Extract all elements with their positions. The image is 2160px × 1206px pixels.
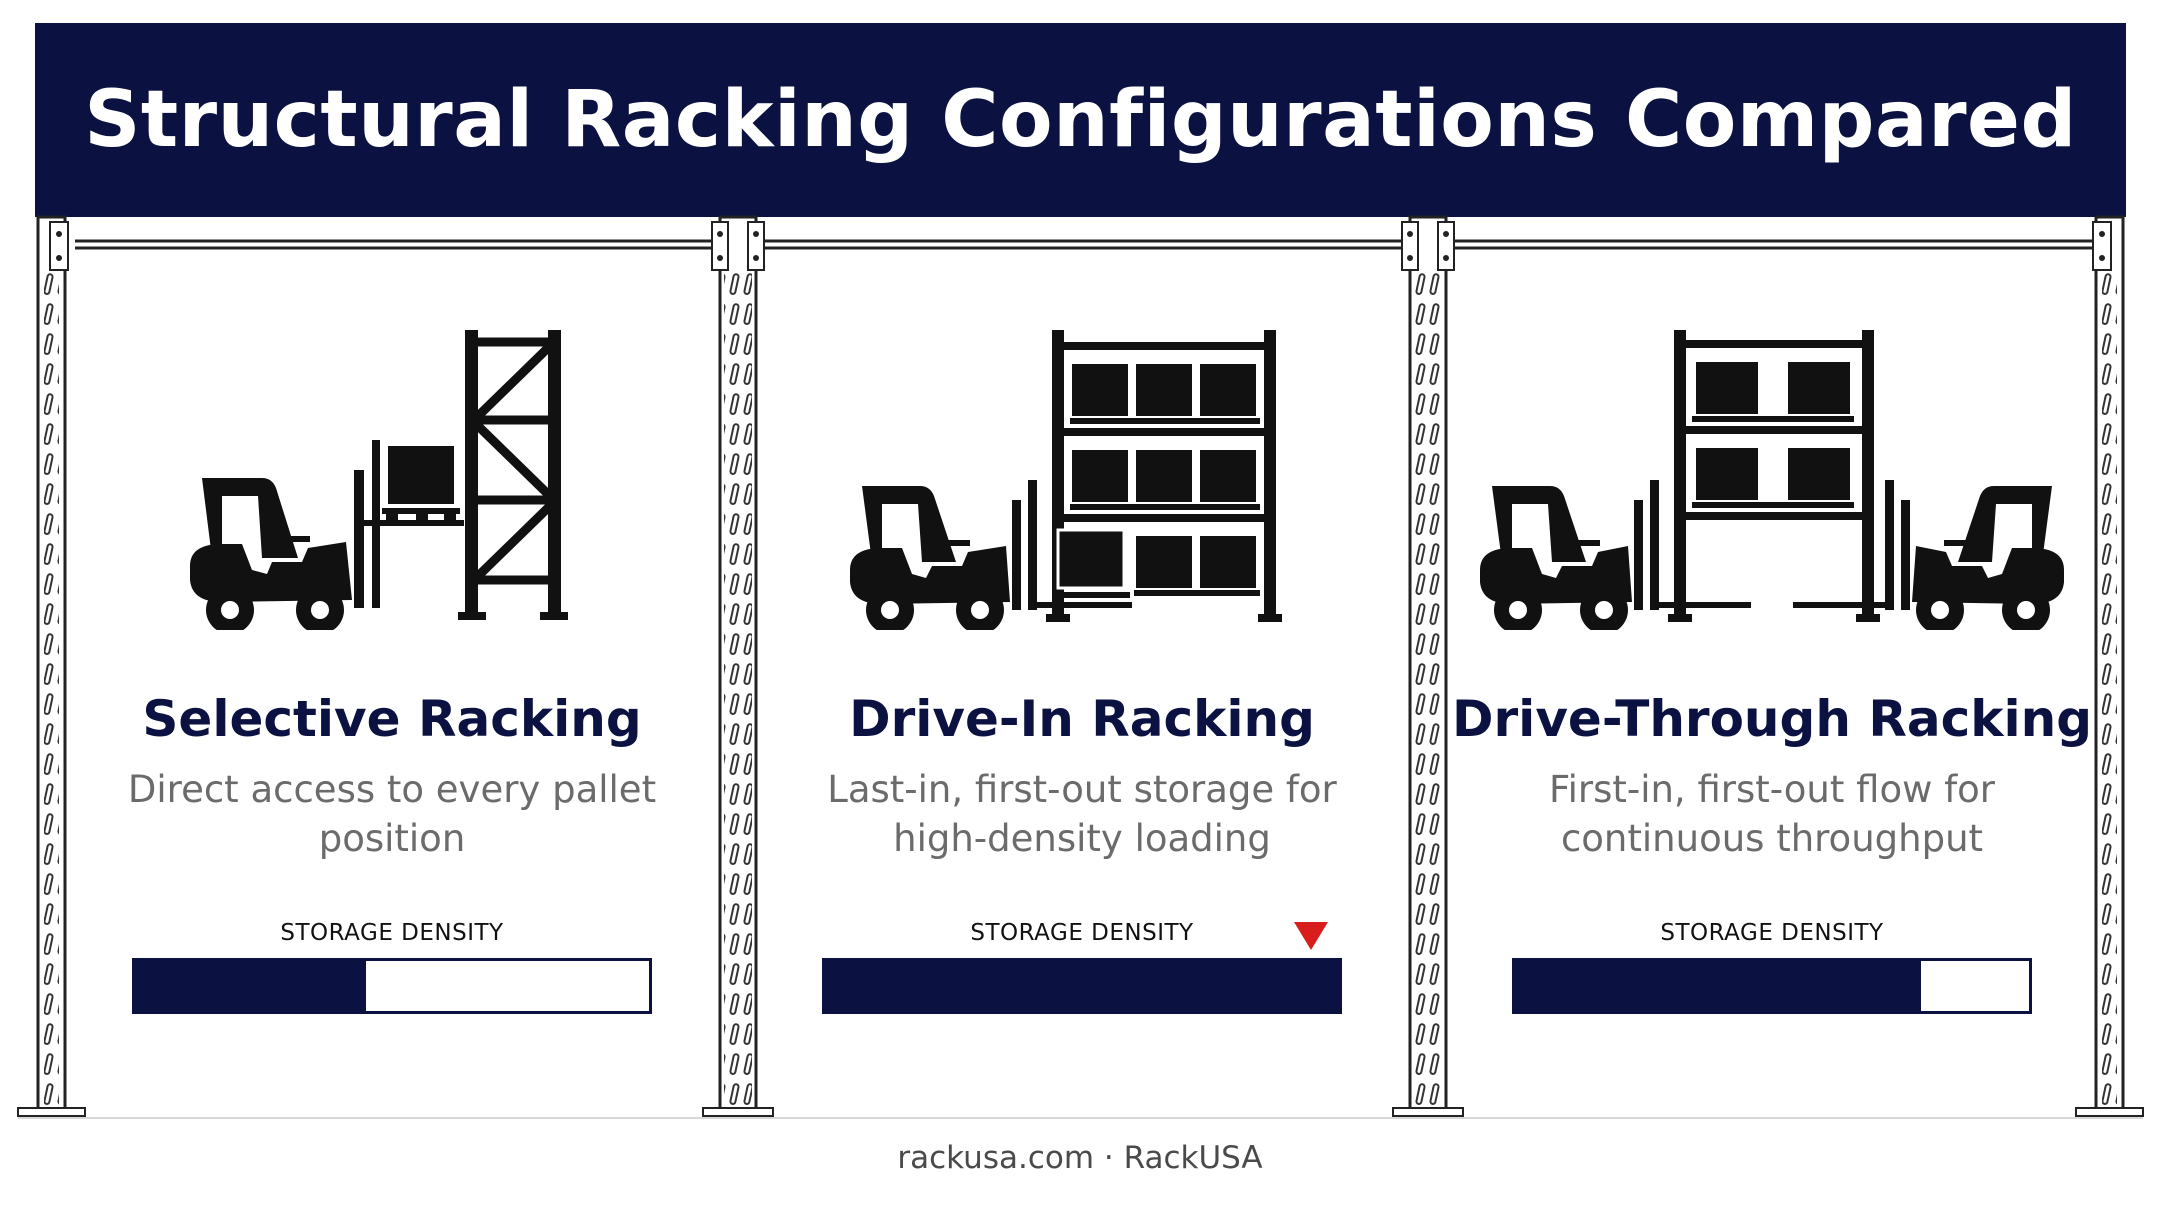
density-fill bbox=[1515, 961, 1922, 1011]
upright-mid-left bbox=[702, 215, 774, 1117]
footer-credit: rackusa.com · RackUSA bbox=[897, 1140, 1263, 1176]
forklift-drive-in-rack-icon bbox=[850, 330, 1282, 630]
forklift-single-rack-icon bbox=[190, 330, 568, 630]
page-title: Structural Racking Configurations Compar… bbox=[84, 75, 2077, 165]
card-title: Drive-In Racking bbox=[849, 690, 1315, 748]
card-description: Last-in, first-out storage for high-dens… bbox=[827, 768, 1337, 860]
two-forklifts-drive-through-icon bbox=[1480, 330, 2064, 630]
density-label: STORAGE DENSITY bbox=[1660, 920, 1884, 946]
card-drive-in-racking: Drive-In Racking Last-in, first-out stor… bbox=[762, 250, 1402, 1110]
red-triangle-marker bbox=[1294, 922, 1328, 950]
upright-left bbox=[17, 215, 86, 1117]
density-bar bbox=[822, 958, 1342, 1014]
header-banner: Structural Racking Configurations Compar… bbox=[35, 23, 2126, 217]
density-label: STORAGE DENSITY bbox=[970, 920, 1194, 946]
density-fill bbox=[135, 961, 367, 1011]
density-bar bbox=[1512, 958, 2032, 1014]
card-description: Direct access to every pallet position bbox=[127, 768, 657, 860]
card-description: First-in, first-out flow for continuous … bbox=[1548, 768, 1995, 860]
density-fill bbox=[825, 961, 1339, 1011]
density-label: STORAGE DENSITY bbox=[280, 920, 504, 946]
card-title: Drive-Through Racking bbox=[1452, 690, 2092, 748]
card-drive-through-racking: Drive-Through Racking First-in, first-ou… bbox=[1452, 250, 2092, 1110]
card-selective-racking: Selective Racking Direct access to every… bbox=[72, 250, 712, 1110]
upright-mid-right bbox=[1392, 215, 1464, 1117]
top-beams bbox=[75, 239, 2092, 250]
density-bar bbox=[132, 958, 652, 1014]
upright-right bbox=[2075, 215, 2144, 1117]
card-title: Selective Racking bbox=[142, 690, 642, 748]
